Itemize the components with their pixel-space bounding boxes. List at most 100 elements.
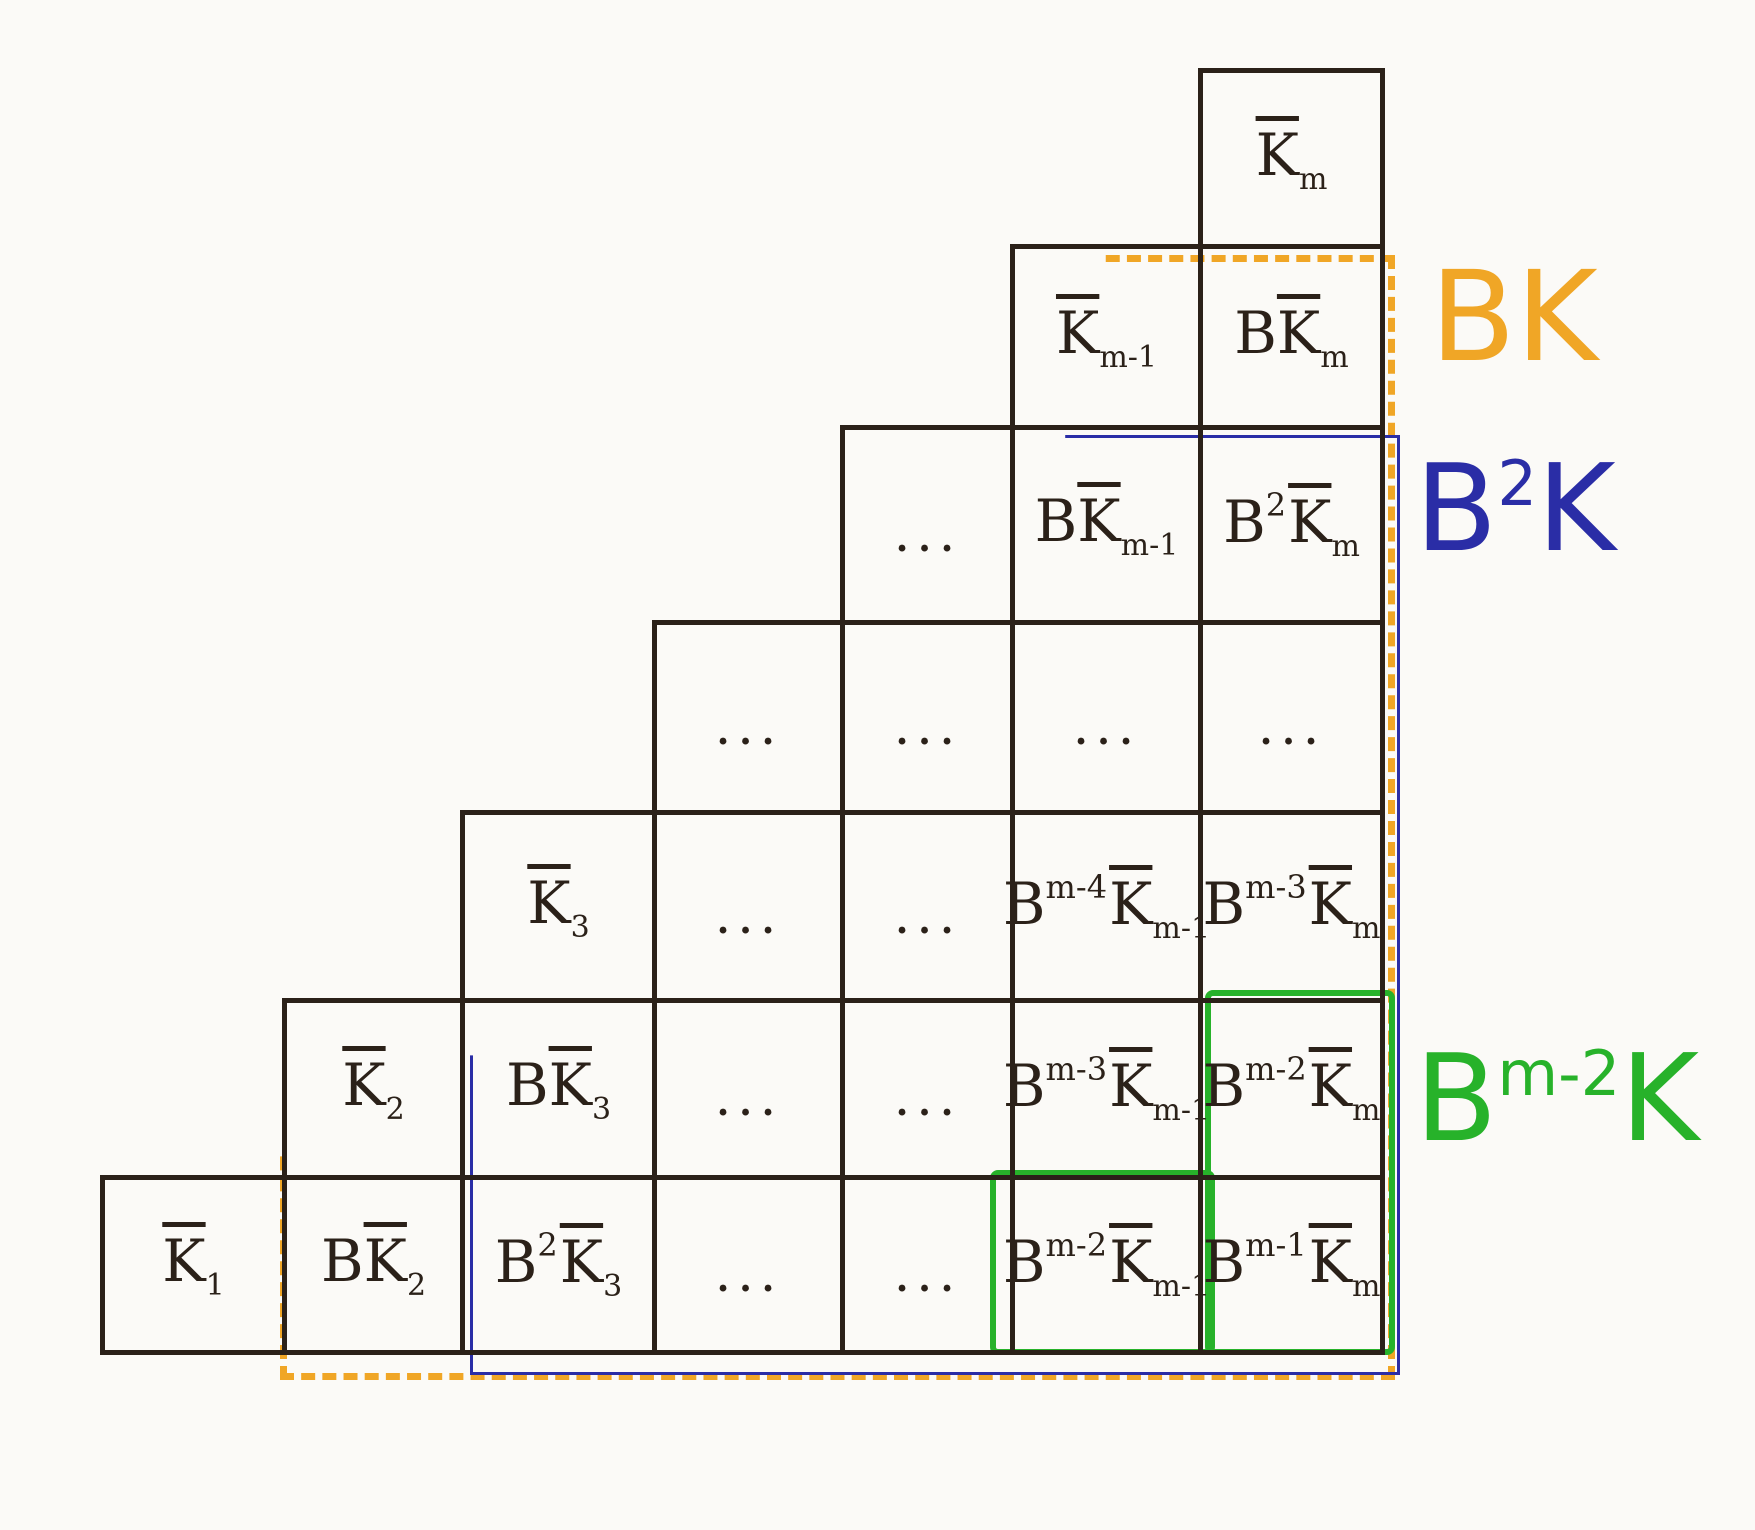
region-label-bm2k: Bm-2K — [1415, 1030, 1699, 1169]
cell-expression: K2 — [342, 1051, 404, 1127]
cell-expression: Bm-4Km-1 — [1003, 868, 1210, 946]
cell-k-subscript: 3 — [591, 1092, 612, 1127]
cell-expression: B2Km — [1223, 486, 1360, 564]
cell-b-power: m-4 — [1045, 867, 1108, 906]
cell-b-operator: B — [1202, 1052, 1246, 1120]
cell-ellipsis: ... — [714, 1068, 783, 1128]
cell-k-subscript: 2 — [385, 1092, 405, 1127]
matrix-cell: B2K3 — [460, 1175, 657, 1355]
cell-k-symbol: K — [1308, 1052, 1353, 1120]
region-label-bk: BK — [1430, 245, 1598, 390]
cell-expression: Bm-1Km — [1203, 1226, 1381, 1304]
cell-b-power: m-2 — [1045, 1226, 1108, 1264]
cell-k-symbol: K — [527, 868, 571, 937]
cell-k-symbol: K — [1308, 1228, 1353, 1296]
cell-ellipsis: ... — [1257, 696, 1326, 757]
cell-expression: Bm-2Km — [1203, 1050, 1381, 1128]
cell-expression: K3 — [527, 869, 589, 945]
matrix-cell: BKm — [1198, 244, 1385, 430]
cell-k-subscript: m — [1352, 1269, 1381, 1304]
region-label-tail: K — [1537, 440, 1616, 579]
matrix-cell: ... — [652, 1175, 845, 1355]
cell-k-subscript: m — [1298, 161, 1328, 197]
cell-k-subscript: m-1 — [1099, 340, 1157, 375]
cell-k-symbol: K — [1055, 299, 1100, 367]
cell-b-power: m-3 — [1045, 1050, 1108, 1088]
cell-b-operator: B — [1002, 869, 1046, 938]
cell-k-symbol: K — [1109, 869, 1153, 938]
cell-k-symbol: K — [162, 1227, 206, 1295]
cell-k-symbol: K — [1077, 487, 1121, 555]
cell-k-subscript: m — [1331, 529, 1360, 564]
cell-expression: BK2 — [321, 1227, 426, 1303]
cell-expression: Bm-2Km-1 — [1003, 1226, 1210, 1304]
cell-expression: Bm-3Km-1 — [1003, 1050, 1210, 1128]
matrix-cell: ... — [652, 620, 845, 815]
matrix-cell: K2 — [282, 998, 465, 1180]
cell-k-symbol: K — [1276, 299, 1321, 367]
cell-expression: B2K3 — [495, 1226, 622, 1304]
matrix-cell: K1 — [100, 1175, 287, 1355]
cell-expression: BK3 — [506, 1051, 611, 1127]
cell-k-symbol: K — [1308, 869, 1353, 938]
matrix-cell: Bm-3Km — [1198, 810, 1385, 1003]
cell-ellipsis: ... — [1072, 696, 1141, 757]
cell-k-symbol: K — [559, 1228, 604, 1296]
cell-k-symbol: K — [342, 1051, 386, 1119]
cell-b-operator: B — [494, 1228, 538, 1296]
region-label-b2k: B2K — [1415, 440, 1616, 579]
cell-k-subscript: m — [1352, 910, 1381, 946]
matrix-cell: Bm-2Km — [1198, 998, 1385, 1180]
cell-b-operator: B — [1202, 1228, 1246, 1296]
matrix-cell: BKm-1 — [1010, 425, 1203, 625]
cell-ellipsis: ... — [893, 1244, 962, 1304]
cell-ellipsis: ... — [714, 885, 783, 946]
region-label-base: B — [1415, 1030, 1498, 1169]
cell-k-subscript: 2 — [406, 1268, 427, 1303]
cell-expression: K1 — [162, 1227, 224, 1303]
cell-b-power: 2 — [1265, 486, 1287, 524]
cell-k-subscript: 1 — [205, 1268, 225, 1303]
matrix-cell: BK2 — [282, 1175, 465, 1355]
cell-b-operator: B — [1002, 1228, 1046, 1296]
region-label-power: m-2 — [1497, 1036, 1621, 1110]
cell-b-operator: B — [320, 1227, 364, 1295]
cell-k-subscript: 3 — [570, 909, 590, 945]
cell-b-operator: B — [505, 1051, 549, 1119]
cell-b-power: 2 — [537, 1226, 558, 1264]
cell-expression: Km — [1256, 121, 1328, 197]
matrix-cell: ... — [840, 425, 1015, 625]
cell-b-power: m-3 — [1245, 867, 1307, 906]
cell-expression: BKm — [1234, 299, 1348, 375]
matrix-cell: ... — [840, 810, 1015, 1003]
cell-b-power: m-2 — [1245, 1050, 1307, 1088]
cell-b-operator: B — [1223, 488, 1266, 556]
cell-k-symbol: K — [1109, 1052, 1153, 1120]
region-label-base: B — [1415, 440, 1498, 579]
matrix-cell: Km-1 — [1010, 244, 1203, 430]
cell-expression: BKm-1 — [1035, 487, 1179, 563]
cell-k-subscript: 3 — [603, 1269, 623, 1304]
cell-ellipsis: ... — [714, 696, 783, 757]
matrix-cell: Bm-3Km-1 — [1003, 998, 1210, 1180]
matrix-cell: Bm-4Km-1 — [1003, 810, 1210, 1003]
region-label-tail: K — [1620, 1030, 1700, 1169]
region-label-power: 2 — [1497, 446, 1538, 520]
cell-k-subscript: m — [1352, 1093, 1381, 1128]
matrix-cell: ... — [652, 810, 845, 1003]
cell-ellipsis: ... — [893, 1068, 962, 1128]
region-label-base: BK — [1430, 245, 1598, 390]
cell-k-symbol: K — [1109, 1228, 1153, 1296]
matrix-cell: ... — [652, 998, 845, 1180]
matrix-cell: ... — [840, 998, 1015, 1180]
cell-b-operator: B — [1234, 299, 1277, 367]
cell-ellipsis: ... — [893, 885, 962, 946]
cell-k-subscript: m — [1320, 340, 1349, 375]
matrix-cell: Bm-1Km — [1198, 1175, 1385, 1355]
cell-b-power: m-1 — [1245, 1226, 1307, 1264]
cell-expression: Km-1 — [1056, 299, 1157, 375]
cell-k-symbol: K — [1255, 120, 1299, 189]
matrix-cell: Bm-2Km-1 — [1003, 1175, 1210, 1355]
cell-expression: Bm-3Km — [1203, 868, 1381, 946]
